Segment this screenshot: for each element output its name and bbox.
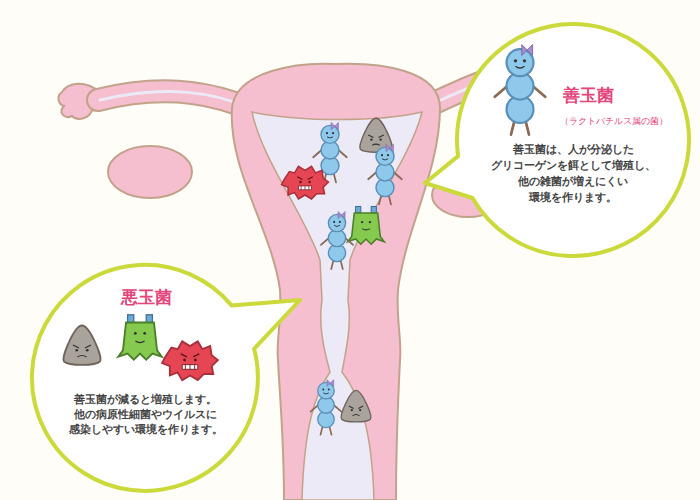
good-bacterium (368, 144, 402, 204)
callout-bubble: 悪玉菌善玉菌が減ると増殖します。 他の病原性細菌やウイルスに 感染しやすい環境を… (29, 262, 261, 494)
callout-title: 悪玉菌 (121, 286, 172, 308)
good-bacterium (321, 212, 353, 269)
bubble-outline (425, 24, 689, 256)
good-bacterium (311, 380, 342, 435)
bubble-outline (455, 22, 691, 258)
callout-text: 善玉菌が減ると増殖します。 他の病原性細菌やウイルスに 感染しやすい環境を作りま… (69, 392, 221, 437)
uterus-body (232, 64, 440, 500)
callout-subtitle: （ラクトバチルス属の菌） (560, 115, 668, 127)
callout-text: 善玉菌は、人が分泌した グリコーゲンを餌として増殖し、 他の雑菌が増えにくい 環… (488, 142, 659, 206)
callout-title: 善玉菌 (563, 84, 614, 106)
bad-bacterium (341, 390, 370, 422)
ovary (108, 146, 192, 198)
bad-bacterium (282, 166, 329, 199)
bad-bacterium (348, 207, 384, 245)
tube-lumen (100, 92, 250, 108)
callout-bubble: 善玉菌 （ラクトバチルス属の菌） 善玉菌は、人が分泌した グリコーゲンを餌として増殖… (455, 22, 691, 258)
bubble-outline (32, 265, 300, 491)
